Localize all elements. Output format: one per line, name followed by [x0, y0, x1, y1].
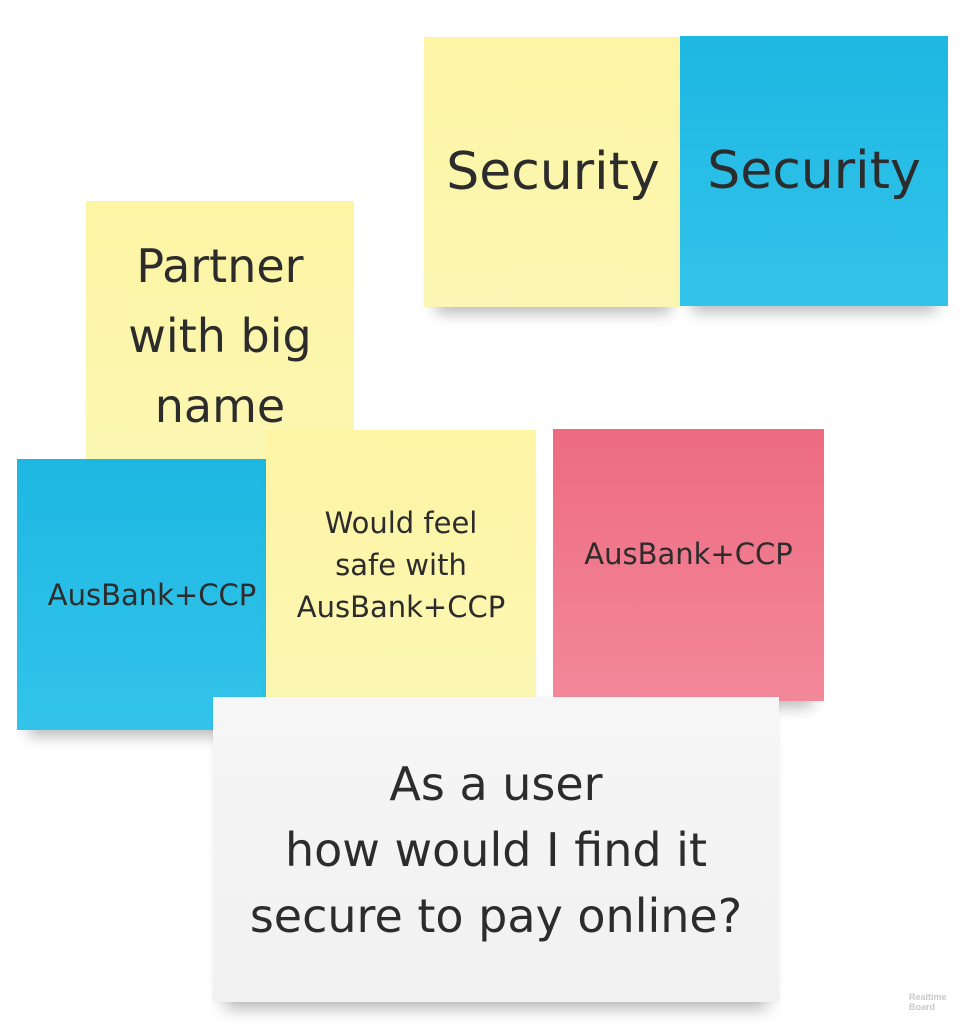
- sticky-note-text: AusBank+CCP: [47, 577, 257, 612]
- user-story-card[interactable]: As a user how would I find it secure to …: [213, 697, 779, 1002]
- sticky-note-text: Security: [446, 142, 660, 202]
- sticky-note-partner[interactable]: Partner with big name: [86, 201, 354, 471]
- user-story-text: As a user how would I find it secure to …: [249, 756, 743, 943]
- sticky-note-security-yellow[interactable]: Security: [424, 37, 682, 307]
- sticky-note-security-blue[interactable]: Security: [680, 36, 948, 306]
- sticky-note-ausbank-blue[interactable]: AusBank+CCP: [17, 459, 287, 730]
- sticky-note-would-feel-safe[interactable]: Would feel safe with AusBank+CCP: [266, 430, 536, 700]
- sticky-note-text: Would feel safe with AusBank+CCP: [296, 506, 506, 624]
- sticky-note-text: AusBank+CCP: [584, 537, 793, 571]
- sticky-note-text: Security: [707, 141, 921, 201]
- sticky-note-text: Partner with big name: [128, 239, 312, 433]
- sticky-note-ausbank-pink[interactable]: AusBank+CCP: [553, 429, 824, 701]
- realtimeboard-watermark: Realtime Board: [909, 992, 947, 1012]
